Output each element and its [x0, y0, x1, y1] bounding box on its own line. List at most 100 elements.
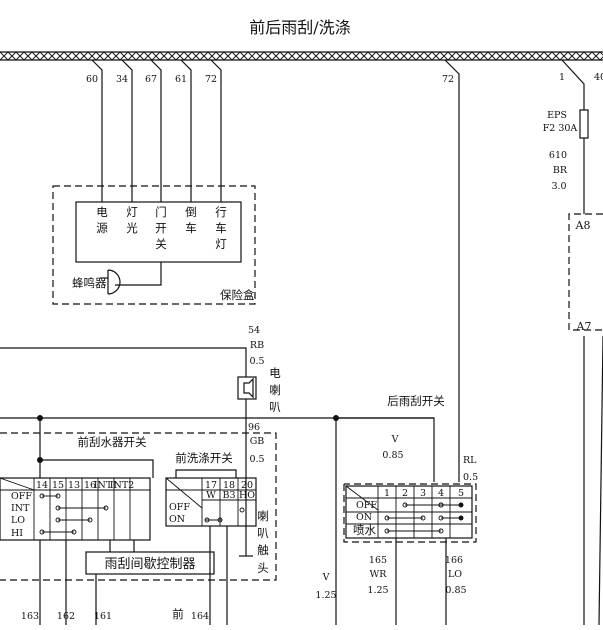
fw-wire-161: 161: [94, 611, 112, 622]
rw-pin-label: 5: [458, 488, 464, 499]
wire-72-right: 72 RL 0.5: [442, 59, 478, 483]
rear-v-color: V: [391, 434, 399, 445]
rw-pin-label: 3: [420, 488, 426, 499]
ww-pos-off: OFF: [169, 502, 190, 513]
horn-contact-2: 叭: [257, 526, 269, 540]
diagram-title: 前后雨刮/洗涤: [249, 18, 350, 37]
wire-label-72-right: 72: [442, 74, 454, 85]
horn-wire-top-size: 0.5: [249, 356, 264, 367]
rw-wire165-size: 1.25: [367, 585, 388, 596]
fw-pos-int: INT: [11, 503, 30, 514]
rl-size: 0.5: [463, 472, 478, 483]
rear-wiper-switch-label: 后雨刮开关: [387, 394, 445, 408]
wire-label-72: 72: [205, 74, 217, 85]
fusebox-col-char: 电: [96, 205, 108, 219]
fw-pin-label: INT1: [94, 480, 118, 491]
rear-wiper-switch: 后雨刮开关 1 2 3 4 5 OFF ON 喷水 165 WR 1.25 166 LO…: [343, 394, 477, 625]
rw-pin-label: 4: [438, 488, 444, 499]
fw-wire-162: 162: [57, 611, 75, 622]
rw-pin-label: 2: [402, 488, 408, 499]
fusebox-col-char: 车: [215, 221, 227, 235]
main-bus: [0, 51, 603, 61]
horn-label-1: 电: [269, 366, 281, 380]
wire-label-34: 34: [116, 74, 128, 85]
rw-wire166-size: 0.85: [445, 585, 466, 596]
fw-wire-163: 163: [21, 611, 39, 622]
fuse-wire-size: 3.0: [551, 181, 566, 192]
front-wiper-switch-label: 前刮水器开关: [78, 435, 147, 449]
fuse-wire-num: 610: [549, 150, 567, 161]
rw-wire165-color: WR: [370, 569, 388, 580]
fw-pin-label: 16: [84, 480, 96, 491]
wire-label-1: 1: [559, 72, 565, 83]
wiper-controller-label: 雨刮间歇控制器: [104, 557, 195, 572]
rw-pos-spray: 喷水: [353, 523, 376, 537]
rw-wire166-color: LO: [448, 569, 462, 580]
rw-pos-on: ON: [356, 512, 372, 523]
fusebox-col-char: 光: [126, 221, 138, 235]
wire-label-67: 67: [145, 74, 157, 85]
fw-pos-off: OFF: [11, 491, 32, 502]
fusebox-col-char: 倒: [185, 205, 197, 219]
left-v-color: V: [322, 572, 330, 583]
fw-pin-label: 13: [68, 480, 80, 491]
connector-a8: A8: [575, 219, 591, 232]
left-v-size: 1.25: [315, 590, 336, 601]
ww-pin-label: 18: [223, 480, 235, 491]
horn-wire-bottom-num: 96: [248, 422, 260, 433]
fuse-rating: F2 30A: [543, 123, 578, 134]
rear-v-size: 0.85: [382, 450, 403, 461]
buzzer-label: 蜂鸣器: [72, 276, 107, 290]
horn-wire-top-num: 54: [248, 325, 260, 336]
horn-contact-3: 触: [257, 543, 269, 557]
wire-label-60: 60: [86, 74, 98, 85]
ww-pin-code: HO: [239, 490, 255, 501]
fusebox-col-char: 关: [155, 237, 167, 251]
wire-label-61: 61: [175, 74, 187, 85]
wire-label-40: 40: [594, 72, 603, 83]
eps-fuse: [579, 109, 589, 139]
ww-pin-code: B3: [222, 490, 235, 501]
horn-contact-1: 喇: [257, 509, 269, 523]
rw-wire166-num: 166: [445, 555, 463, 566]
fuse-name: EPS: [547, 110, 567, 121]
horn-wire-bottom-color: GB: [250, 436, 265, 447]
fw-pos-hi: HI: [11, 528, 23, 539]
feed-line: V 0.85 V 1.25: [0, 415, 435, 625]
fw-pos-lo: LO: [11, 515, 25, 526]
washer-wire-164: 164: [191, 611, 209, 622]
rw-wire165-num: 165: [369, 555, 387, 566]
fw-pin-label: 15: [52, 480, 64, 491]
fusebox-drop-wires: 60 34 67 61 72: [86, 59, 222, 202]
fusebox-col-char: 开: [155, 221, 167, 235]
connector-a7: A7: [576, 320, 592, 333]
horn-contact-4: 头: [257, 561, 269, 575]
fusebox-col-char: 源: [96, 221, 108, 235]
ww-pin-label: 20: [241, 480, 253, 491]
rw-pin-label: 1: [384, 488, 390, 499]
horn-wire-top-color: RB: [250, 340, 264, 351]
front-washer-switch-label: 前洗涤开关: [175, 451, 233, 465]
wiper-controller: [85, 551, 215, 575]
ww-pin-label: 17: [205, 480, 217, 491]
horn-section: 54 RB 0.5 电 喇 叭 96 GB 0.5: [0, 325, 281, 557]
fw-pin-label: 14: [36, 480, 48, 491]
fusebox-col-char: 灯: [126, 205, 138, 219]
fusebox-col-char: 门: [155, 205, 167, 219]
horn-label-2: 喇: [269, 383, 281, 397]
fw-pin-label: INT2: [110, 480, 134, 491]
horn-label-3: 叭: [269, 400, 281, 414]
eps-fuse-section: 1 40 EPS F2 30A 610 BR 3.0 A8 A7: [543, 59, 603, 626]
fusebox-col-char: 行: [215, 205, 227, 219]
fusebox-label: 保险盒: [220, 288, 255, 302]
fusebox-col-char: 车: [185, 221, 197, 235]
rl-color: RL: [463, 455, 477, 466]
horn-symbol: [237, 376, 257, 400]
fusebox-col-char: 灯: [215, 237, 227, 251]
rw-pos-off: OFF: [356, 500, 377, 511]
